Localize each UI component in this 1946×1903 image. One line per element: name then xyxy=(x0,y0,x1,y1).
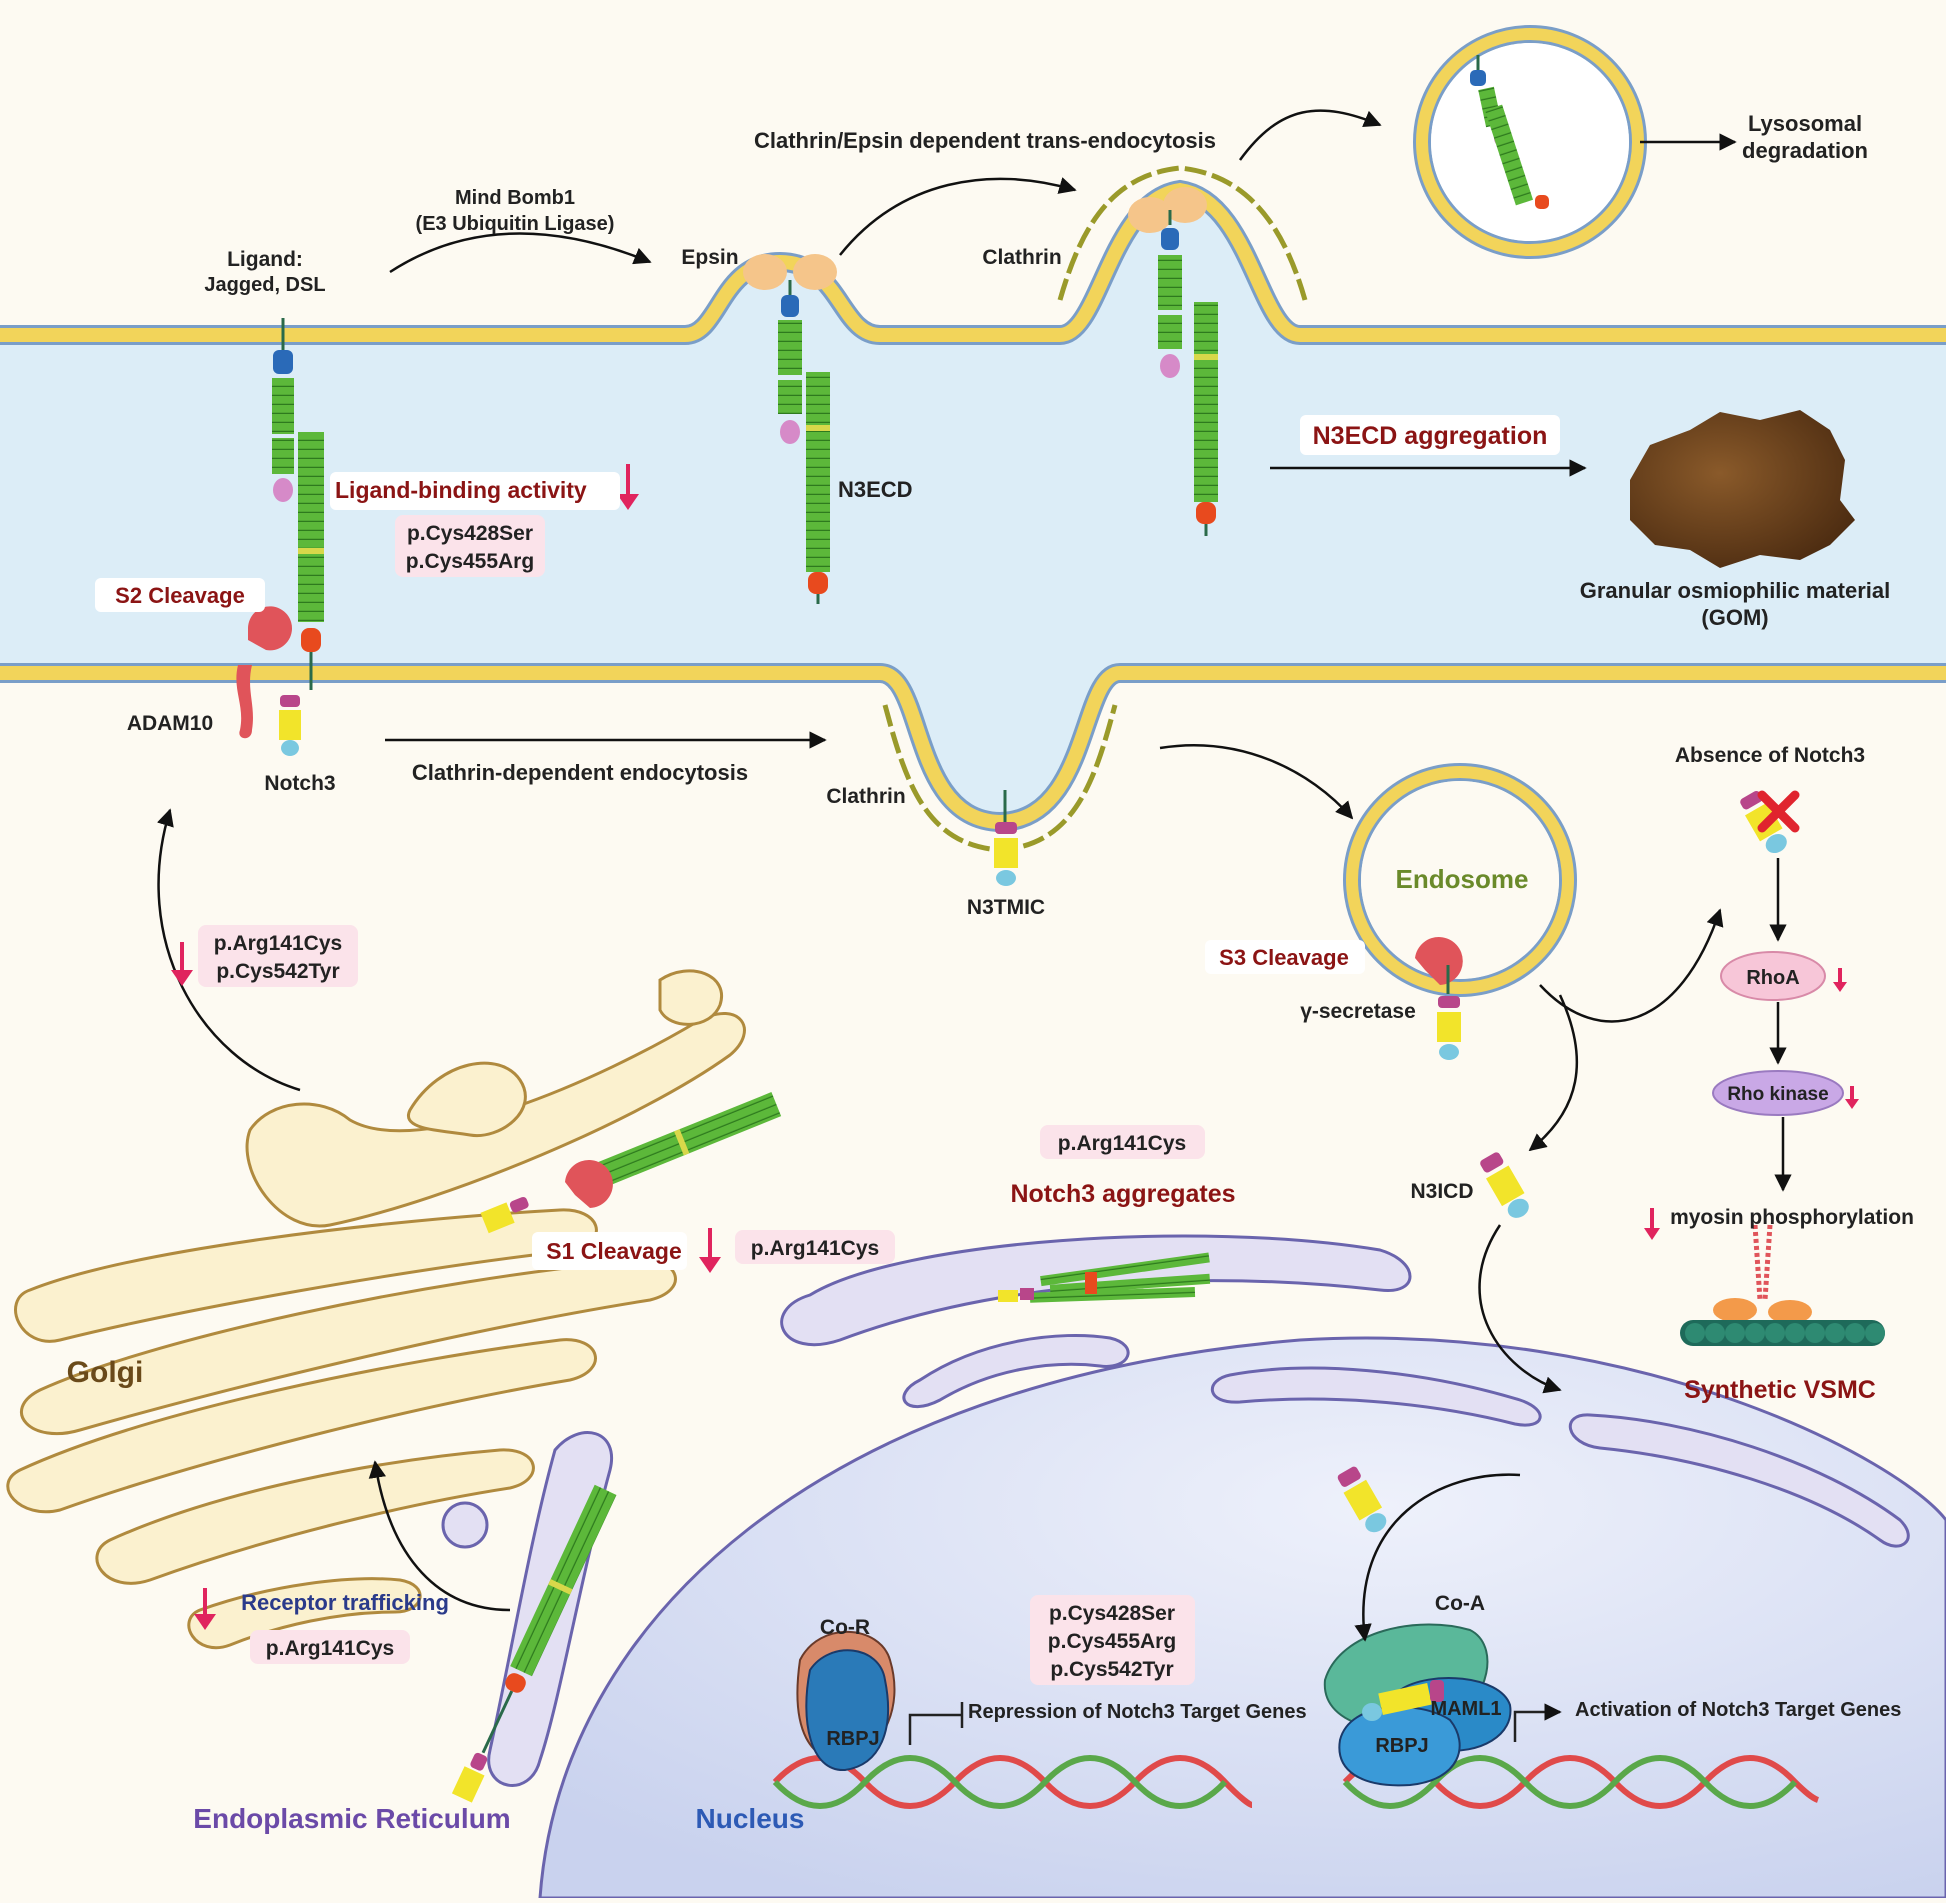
lysosomal-label: Lysosomal xyxy=(1748,111,1862,136)
rhoa-label: RhoA xyxy=(1746,967,1799,989)
notch3-label: Notch3 xyxy=(264,772,335,795)
mutation-text: p.Arg141Cys xyxy=(266,1637,394,1660)
s1-protease xyxy=(565,1160,613,1208)
clathrin-top-label: Clathrin xyxy=(982,246,1061,269)
ligand-binding-label: Ligand-binding activity xyxy=(335,477,587,503)
epsin-label: Epsin xyxy=(681,246,738,269)
ligand-protein xyxy=(272,318,294,502)
golgi-apparatus xyxy=(6,969,746,1650)
mutation-text: p.Arg141Cys xyxy=(214,932,342,955)
synthetic-vsmc-label: Synthetic VSMC xyxy=(1684,1376,1876,1404)
n3tmic-label: N3TMIC xyxy=(967,896,1045,919)
rho-kinase-node xyxy=(1712,1070,1844,1116)
trans-endocytosis-label: Clathrin/Epsin dependent trans-endocytos… xyxy=(754,128,1216,153)
lysosome-cargo xyxy=(1470,55,1549,209)
mutation-text: p.Arg141Cys xyxy=(1058,1132,1186,1155)
s3-cleavage-label: S3 Cleavage xyxy=(1219,945,1349,970)
dna-helix-right xyxy=(1342,1755,1820,1809)
e3-ligase-label: (E3 Ubiquitin Ligase) xyxy=(416,213,615,235)
n3ecd-label: N3ECD xyxy=(838,477,913,502)
gom-label: Granular osmiophilic material xyxy=(1580,578,1891,603)
down-arrows xyxy=(171,464,1859,1630)
ligand-names: Jagged, DSL xyxy=(204,274,325,296)
endosome-label: Endosome xyxy=(1396,864,1529,894)
absence-notch3-label: Absence of Notch3 xyxy=(1675,744,1865,767)
n3icd-label: N3ICD xyxy=(1410,1180,1473,1203)
adam10-protease xyxy=(236,606,292,739)
er-label: Endoplasmic Reticulum xyxy=(193,1803,510,1834)
nuclear-n3icd xyxy=(1337,1466,1387,1533)
mutation-text: p.Cys428Ser xyxy=(407,522,533,545)
clathrin-ligand-complex xyxy=(1128,187,1218,536)
er-notch3 xyxy=(451,1484,617,1803)
mutation-text: p.Cys542Tyr xyxy=(216,960,339,983)
gamma-secretase-label: γ-secretase xyxy=(1300,1000,1416,1023)
activation-label: Activation of Notch3 Target Genes xyxy=(1575,1699,1901,1721)
notch3-aggregate-cluster xyxy=(998,1252,1211,1303)
mutation-boxes xyxy=(198,515,1205,1685)
nucleus-label: Nucleus xyxy=(696,1803,805,1834)
mutation-text: p.Cys428Ser xyxy=(1049,1602,1175,1625)
endoplasmic-reticulum xyxy=(780,1234,1412,1347)
rbpj-left-label: RBPJ xyxy=(826,1728,879,1750)
bound-n3icd xyxy=(1362,1680,1444,1721)
rbpj-left xyxy=(805,1649,889,1772)
nucleus-envelope xyxy=(538,1336,1946,1900)
flow-arrows xyxy=(157,109,1792,1642)
maml1-label: MAML1 xyxy=(1430,1698,1501,1720)
co-a-label: Co-A xyxy=(1435,1592,1485,1615)
cross-icon xyxy=(1757,790,1800,833)
mutation-text: p.Cys542Tyr xyxy=(1050,1658,1173,1681)
myosin-label: myosin phosphorylation xyxy=(1670,1206,1914,1229)
s1-cleavage-label: S1 Cleavage xyxy=(546,1238,682,1264)
mutation-text: p.Cys455Arg xyxy=(1048,1630,1176,1653)
n3ecd-aggregation-label: N3ECD aggregation xyxy=(1313,422,1548,450)
receptor-trafficking-label: Receptor trafficking xyxy=(241,1590,449,1615)
clathrin-dep-endocytosis-label: Clathrin-dependent endocytosis xyxy=(412,760,748,785)
gom-aggregate xyxy=(1630,410,1855,568)
repression-connector xyxy=(908,1713,962,1745)
s2-cleavage-label: S2 Cleavage xyxy=(115,583,245,608)
co-r-label: Co-R xyxy=(820,1616,870,1639)
repression-label: Repression of Notch3 Target Genes xyxy=(968,1701,1307,1723)
notch3-aggregates-label: Notch3 aggregates xyxy=(1010,1180,1235,1208)
activation-connector xyxy=(1513,1703,1562,1742)
rhoa-node xyxy=(1720,951,1826,1001)
mind-bomb-label: Mind Bomb1 xyxy=(455,187,575,209)
adam10-label: ADAM10 xyxy=(127,712,213,735)
ligand-title: Ligand: xyxy=(227,248,303,271)
dna-helix-left xyxy=(772,1755,1253,1809)
myosin-filament xyxy=(1680,1224,1885,1346)
epsin-ligand-complex xyxy=(743,254,837,604)
mutation-text: p.Cys455Arg xyxy=(406,550,534,573)
clathrin-coat-top xyxy=(1057,165,1308,301)
rho-kinase-label: Rho kinase xyxy=(1727,1084,1828,1105)
gamma-secretase xyxy=(1415,937,1463,1060)
n3tmic-fragment xyxy=(994,790,1018,886)
gom-abbrev-label: (GOM) xyxy=(1701,605,1768,630)
n3icd-fragment xyxy=(1480,1152,1529,1218)
rbpj-right-label: RBPJ xyxy=(1375,1735,1428,1757)
notch3-receptor xyxy=(279,432,324,756)
mutation-text: p.Arg141Cys xyxy=(751,1237,879,1260)
degradation-label: degradation xyxy=(1742,138,1868,163)
clathrin-bottom-label: Clathrin xyxy=(826,785,905,808)
golgi-label: Golgi xyxy=(67,1356,144,1389)
